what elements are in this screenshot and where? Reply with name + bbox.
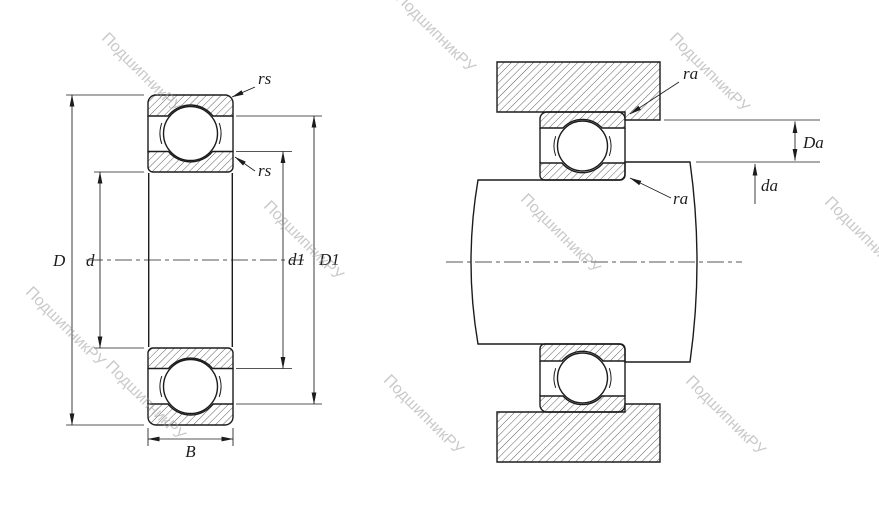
- left-view-bearing-cross-section: D d d1 D1 B rs rs: [52, 69, 340, 461]
- leader-line: [234, 156, 256, 172]
- cage-arc: [159, 375, 163, 398]
- ball: [162, 105, 219, 162]
- leader-line: [629, 177, 672, 199]
- right-view-mounted-bearing: Da da ra ra: [446, 61, 824, 463]
- inner-ring-top-section: [147, 150, 234, 173]
- cage-arc: [218, 122, 222, 145]
- cage-arc: [608, 136, 612, 156]
- inner-ring-bottom-section: [147, 347, 234, 370]
- cage-arc: [218, 375, 222, 398]
- cage-arc: [553, 368, 557, 388]
- watermark: ПодшипникРУ: [392, 0, 479, 77]
- label-housing-abutment-diameter: Da: [802, 133, 824, 152]
- leader-line: [231, 86, 256, 98]
- watermark: ПодшипникРУ: [260, 198, 347, 285]
- cage-arc: [608, 368, 612, 388]
- outer-ring-bottom-section: [147, 403, 234, 426]
- watermark: ПодшипникРУ: [666, 30, 753, 117]
- ball: [162, 358, 219, 415]
- label-ra-shaft: ra: [673, 189, 688, 208]
- leader-line: [629, 81, 680, 115]
- cage-arc: [553, 136, 557, 156]
- watermark: ПодшипникРУ: [22, 284, 109, 371]
- label-inner-ring-land-diameter: d1: [288, 250, 305, 269]
- label-outer-diameter: D: [52, 251, 66, 270]
- label-width: B: [185, 442, 196, 461]
- outer-ring-top-section: [539, 111, 626, 129]
- ball: [556, 120, 609, 172]
- watermark: ПодшипникРУ: [682, 373, 769, 460]
- ball: [556, 352, 609, 404]
- watermark: ПодшипникРУ: [380, 372, 467, 459]
- watermark: ПодшипникРУ: [821, 194, 879, 281]
- label-shaft-abutment-diameter: da: [761, 176, 778, 195]
- right-view-dimensions: Da da ra ra: [629, 64, 824, 208]
- cage-arc: [159, 122, 163, 145]
- outer-ring-top-section: [147, 94, 234, 117]
- label-outer-ring-land-diameter: D1: [318, 250, 340, 269]
- left-view-dimensions: D d d1 D1 B rs rs: [52, 69, 340, 461]
- label-ra-housing: ra: [683, 64, 698, 83]
- watermarks: ПодшипникРУ ПодшипникРУ ПодшипникРУ Подш…: [22, 0, 879, 460]
- outer-ring-bottom-section: [539, 395, 626, 413]
- label-rs-outer: rs: [258, 69, 272, 88]
- label-rs-inner: rs: [258, 161, 272, 180]
- label-bore-diameter: d: [86, 251, 95, 270]
- watermark: ПодшипникРУ: [98, 30, 185, 117]
